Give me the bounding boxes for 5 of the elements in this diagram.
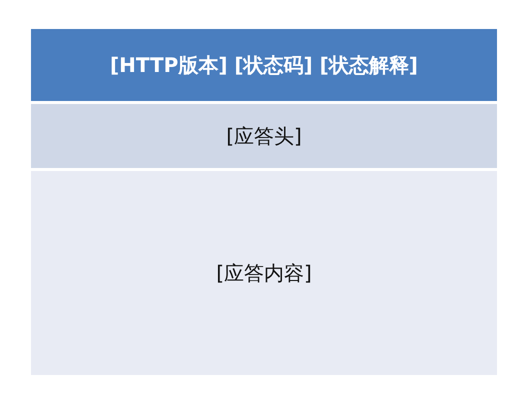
band-label: [HTTP版本] [状态码] [状态解释] xyxy=(110,52,418,78)
band-label: [应答头] xyxy=(226,122,302,150)
band-label: [应答内容] xyxy=(216,260,312,286)
header-fields-band xyxy=(31,104,497,168)
header-band xyxy=(31,29,497,101)
